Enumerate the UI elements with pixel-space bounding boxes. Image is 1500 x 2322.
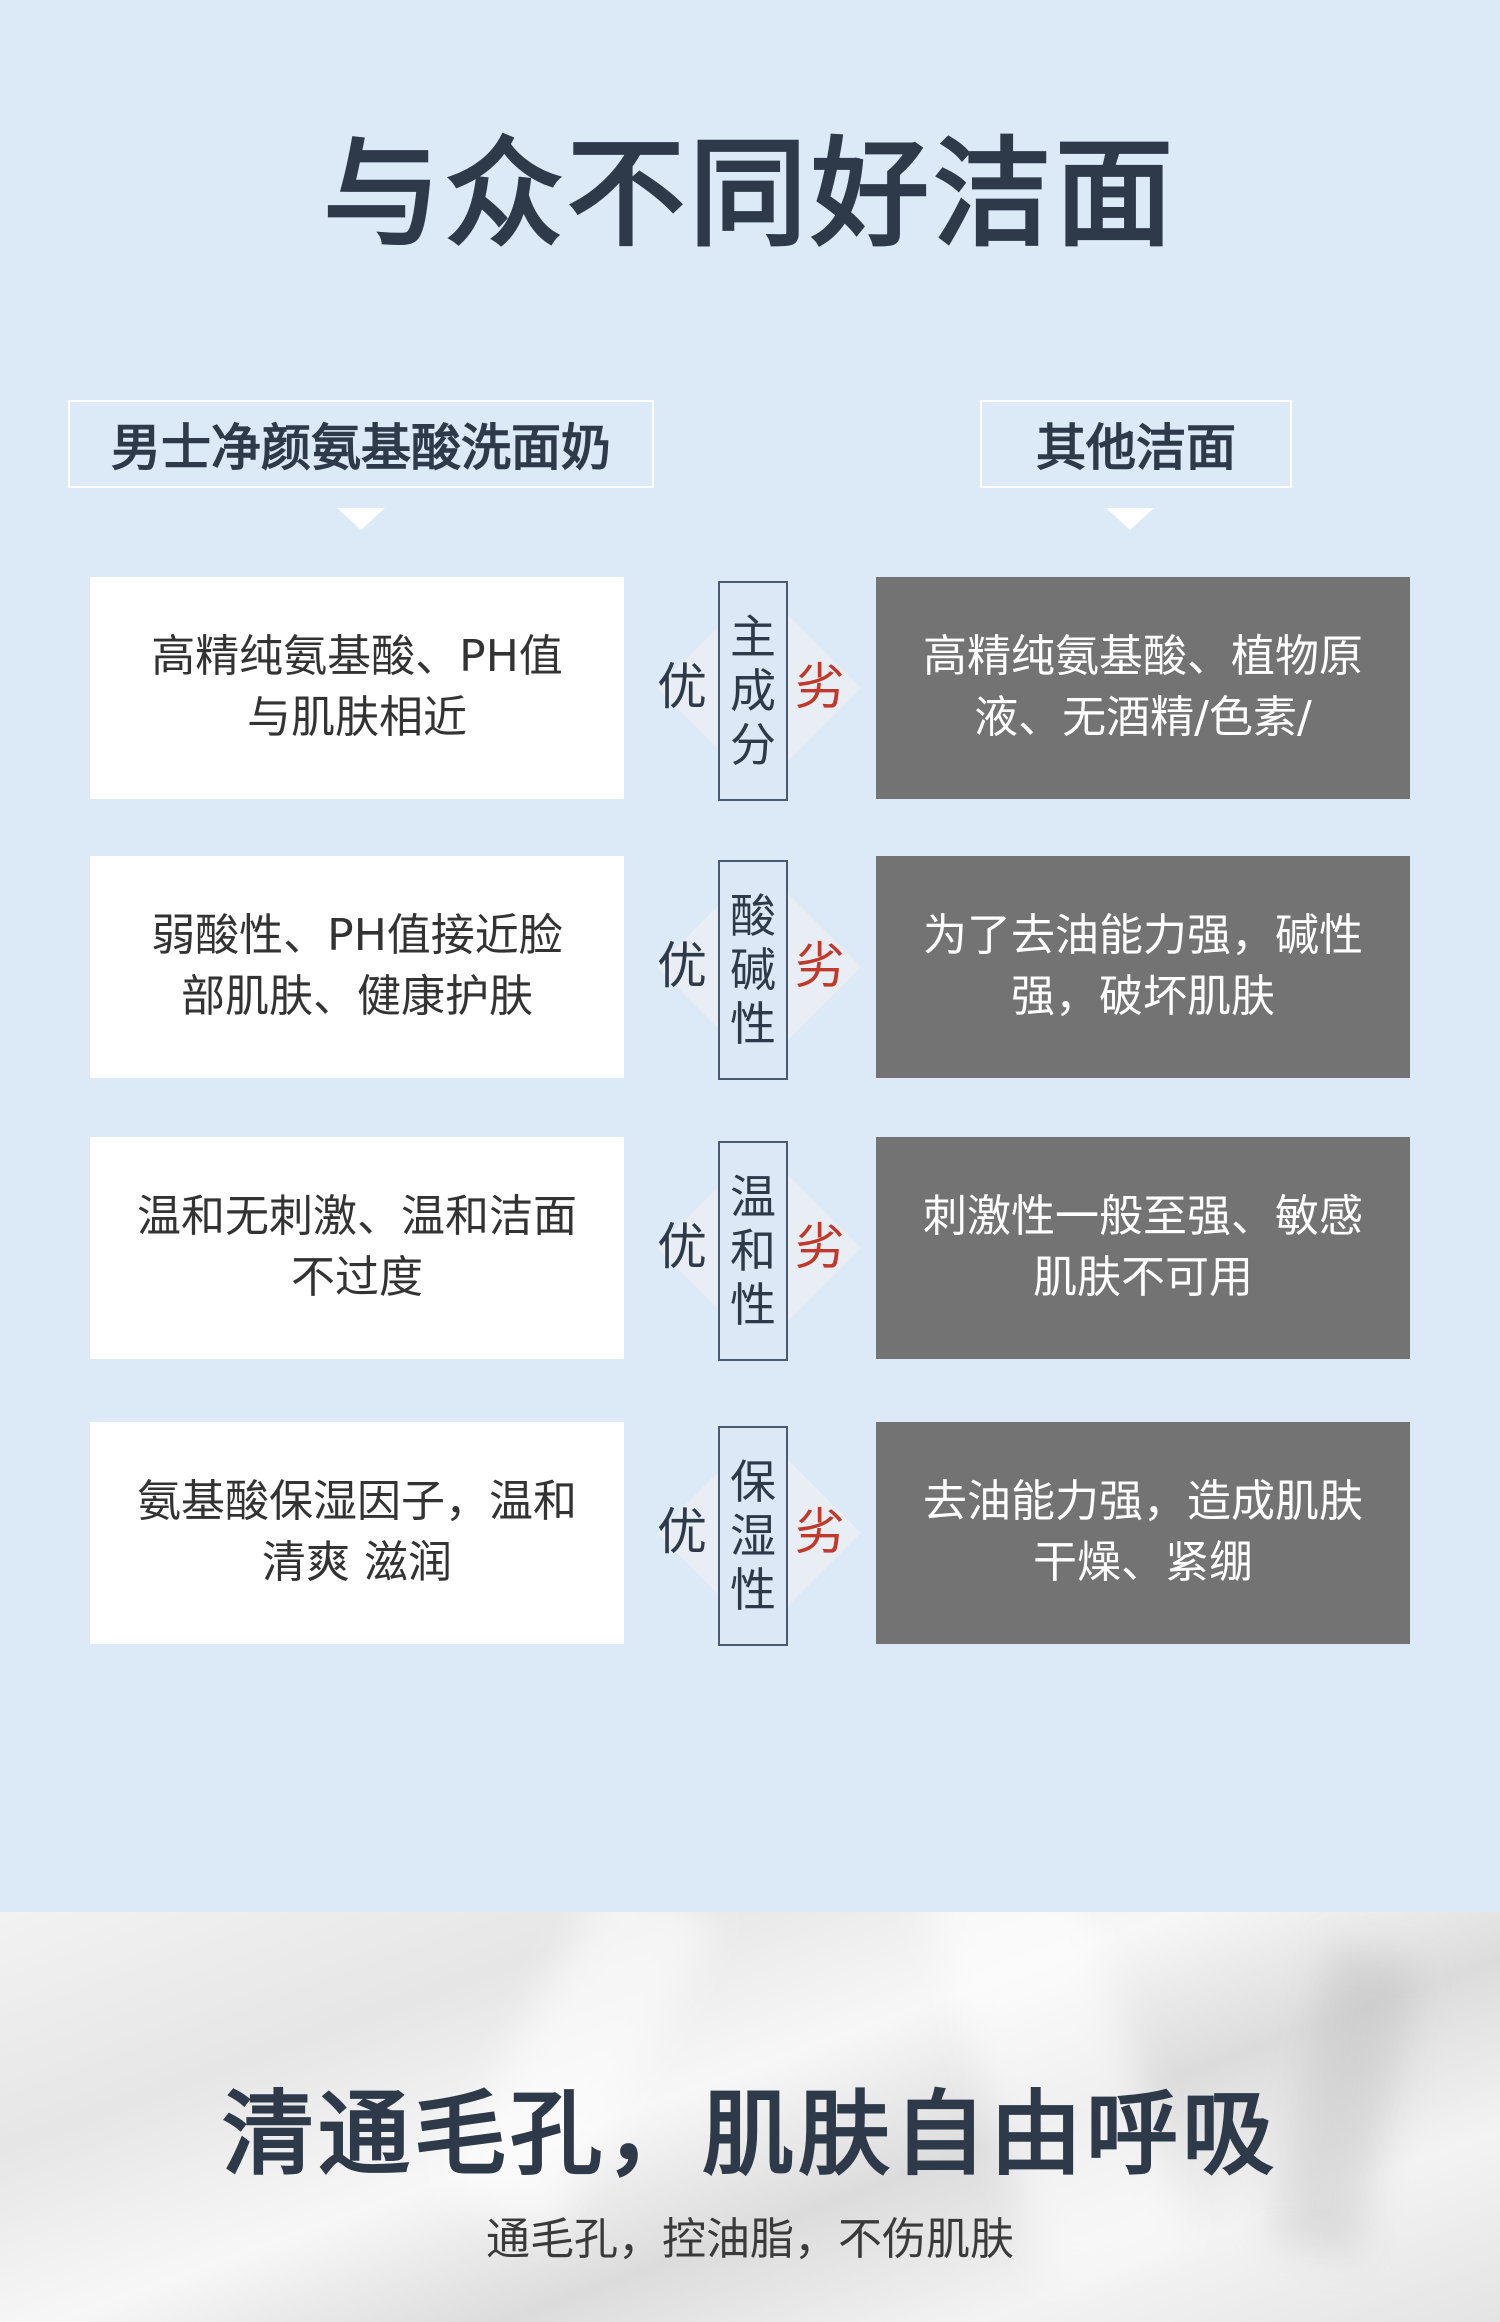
comparison-section: 与众不同好洁面 男士净颜氨基酸洗面奶 其他洁面 高精纯氨基酸、PH值与肌肤相近 … — [0, 125, 1500, 1646]
criterion-char: 成 — [730, 663, 776, 718]
pointer-down-icon — [1106, 508, 1154, 530]
criterion-label: 主 成 分 — [718, 581, 788, 801]
other-product-cell: 高精纯氨基酸、植物原液、无酒精/色素/ — [876, 577, 1410, 799]
cell-text: 与肌肤相近 — [247, 692, 467, 743]
criterion-label: 保 湿 性 — [718, 1426, 788, 1646]
cell-text: 液、无酒精/色素/ — [974, 692, 1312, 743]
fabric-fold-decoration — [442, 1912, 718, 2240]
comparison-row-ingredients: 高精纯氨基酸、PH值与肌肤相近 优 主 成 分 劣 高精纯氨基酸、植物原液、无酒… — [0, 577, 1500, 801]
bad-label: 劣 — [795, 658, 845, 716]
criterion-char: 湿 — [730, 1508, 776, 1563]
criterion-char: 碱 — [730, 942, 776, 997]
bad-label: 劣 — [795, 1503, 845, 1561]
header-other-cleansers: 其他洁面 — [980, 400, 1292, 488]
cell-text: 高精纯氨基酸、植物原 — [923, 631, 1363, 683]
criterion-char: 性 — [730, 997, 776, 1052]
cell-text: 温和无刺激、温和洁面 — [137, 1191, 577, 1243]
our-product-cell: 氨基酸保湿因子，温和清爽 滋润 — [90, 1422, 624, 1644]
good-label: 优 — [657, 1218, 707, 1276]
criterion-char: 性 — [730, 1278, 776, 1333]
our-product-cell: 温和无刺激、温和洁面不过度 — [90, 1137, 624, 1359]
criterion-label: 温 和 性 — [718, 1141, 788, 1361]
comparison-row-gentleness: 温和无刺激、温和洁面不过度 优 温 和 性 劣 刺激性一般至强、敏感肌肤不可用 — [0, 1137, 1500, 1361]
pointer-down-icon — [337, 508, 385, 530]
criterion-char: 主 — [730, 609, 776, 664]
cell-text: 部肌肤、健康护肤 — [181, 971, 533, 1022]
cell-text: 刺激性一般至强、敏感 — [923, 1191, 1363, 1243]
criterion-char: 分 — [730, 718, 776, 773]
cell-text: 去油能力强，造成肌肤 — [923, 1476, 1363, 1528]
cell-text: 肌肤不可用 — [1033, 1252, 1253, 1303]
good-label: 优 — [657, 1503, 707, 1561]
good-label: 优 — [657, 937, 707, 995]
cell-text: 氨基酸保湿因子，温和 — [137, 1476, 577, 1528]
bad-label: 劣 — [795, 937, 845, 995]
our-product-cell: 弱酸性、PH值接近脸部肌肤、健康护肤 — [90, 856, 624, 1078]
pore-banner: 清通毛孔，肌肤自由呼吸 通毛孔，控油脂，不伤肌肤 — [0, 1912, 1500, 2322]
criterion-char: 酸 — [730, 888, 776, 943]
criterion-char: 性 — [730, 1563, 776, 1618]
cell-text: 为了去油能力强，碱性 — [923, 910, 1363, 962]
cell-text: 干燥、紧绷 — [1033, 1537, 1253, 1588]
comparison-row-moisturizing: 氨基酸保湿因子，温和清爽 滋润 优 保 湿 性 劣 去油能力强，造成肌肤干燥、紧… — [0, 1422, 1500, 1646]
comparison-row-ph: 弱酸性、PH值接近脸部肌肤、健康护肤 优 酸 碱 性 劣 为了去油能力强，碱性强… — [0, 856, 1500, 1080]
our-product-cell: 高精纯氨基酸、PH值与肌肤相近 — [90, 577, 624, 799]
cell-text: 清爽 滋润 — [262, 1537, 452, 1588]
criterion-char: 保 — [730, 1454, 776, 1509]
header-our-product: 男士净颜氨基酸洗面奶 — [68, 400, 654, 488]
page-title: 与众不同好洁面 — [322, 125, 1177, 263]
criterion-char: 和 — [730, 1223, 776, 1278]
criterion-label: 酸 碱 性 — [718, 860, 788, 1080]
other-product-cell: 去油能力强，造成肌肤干燥、紧绷 — [876, 1422, 1410, 1644]
other-product-cell: 为了去油能力强，碱性强，破坏肌肤 — [876, 856, 1410, 1078]
good-label: 优 — [657, 658, 707, 716]
other-product-cell: 刺激性一般至强、敏感肌肤不可用 — [876, 1137, 1410, 1359]
criterion-char: 温 — [730, 1169, 776, 1224]
cell-text: 高精纯氨基酸、PH值 — [151, 631, 563, 683]
banner-subtitle: 通毛孔，控油脂，不伤肌肤 — [486, 2214, 1014, 2265]
banner-title: 清通毛孔，肌肤自由呼吸 — [221, 2081, 1278, 2188]
cell-text: 强，破坏肌肤 — [1011, 971, 1275, 1022]
cell-text: 弱酸性、PH值接近脸 — [151, 910, 563, 962]
bad-label: 劣 — [795, 1218, 845, 1276]
cell-text: 不过度 — [291, 1252, 423, 1303]
